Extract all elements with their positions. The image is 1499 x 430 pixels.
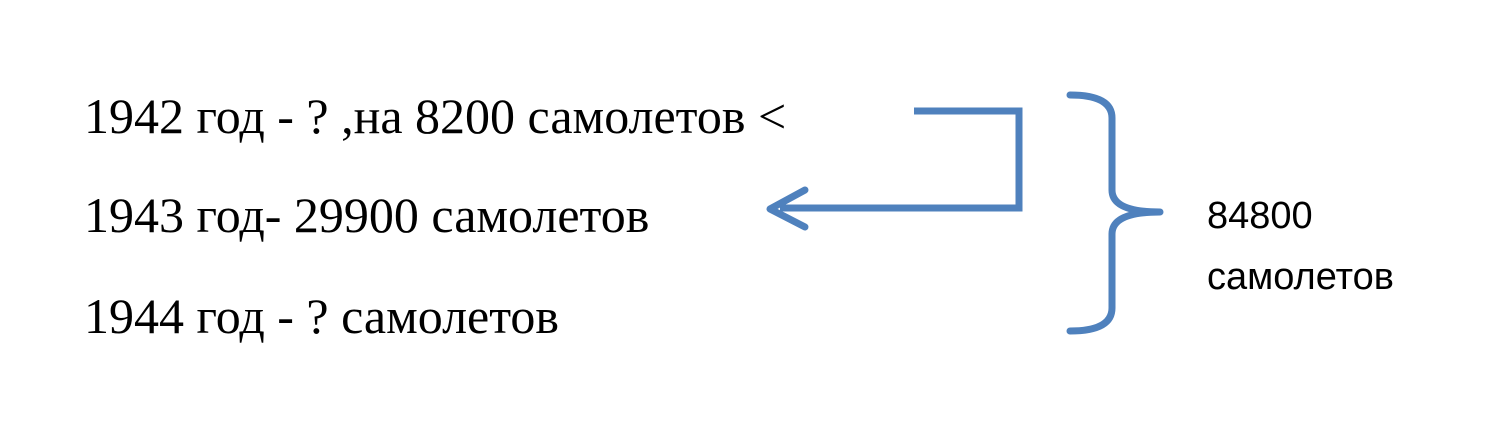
text-line-1943: 1943 год- 29900 самолетов [84, 187, 650, 243]
right-curly-brace-icon [1066, 91, 1164, 335]
total-value: 84800 [1207, 195, 1313, 237]
left-arrow-icon [766, 107, 1023, 231]
text-line-1942: 1942 год - ? ,на 8200 самолетов < [84, 88, 787, 144]
total-unit: самолетов [1207, 256, 1394, 298]
total-label: 84800 самолетов [1207, 193, 1394, 300]
text-line-1944: 1944 год - ? самолетов [84, 288, 560, 344]
